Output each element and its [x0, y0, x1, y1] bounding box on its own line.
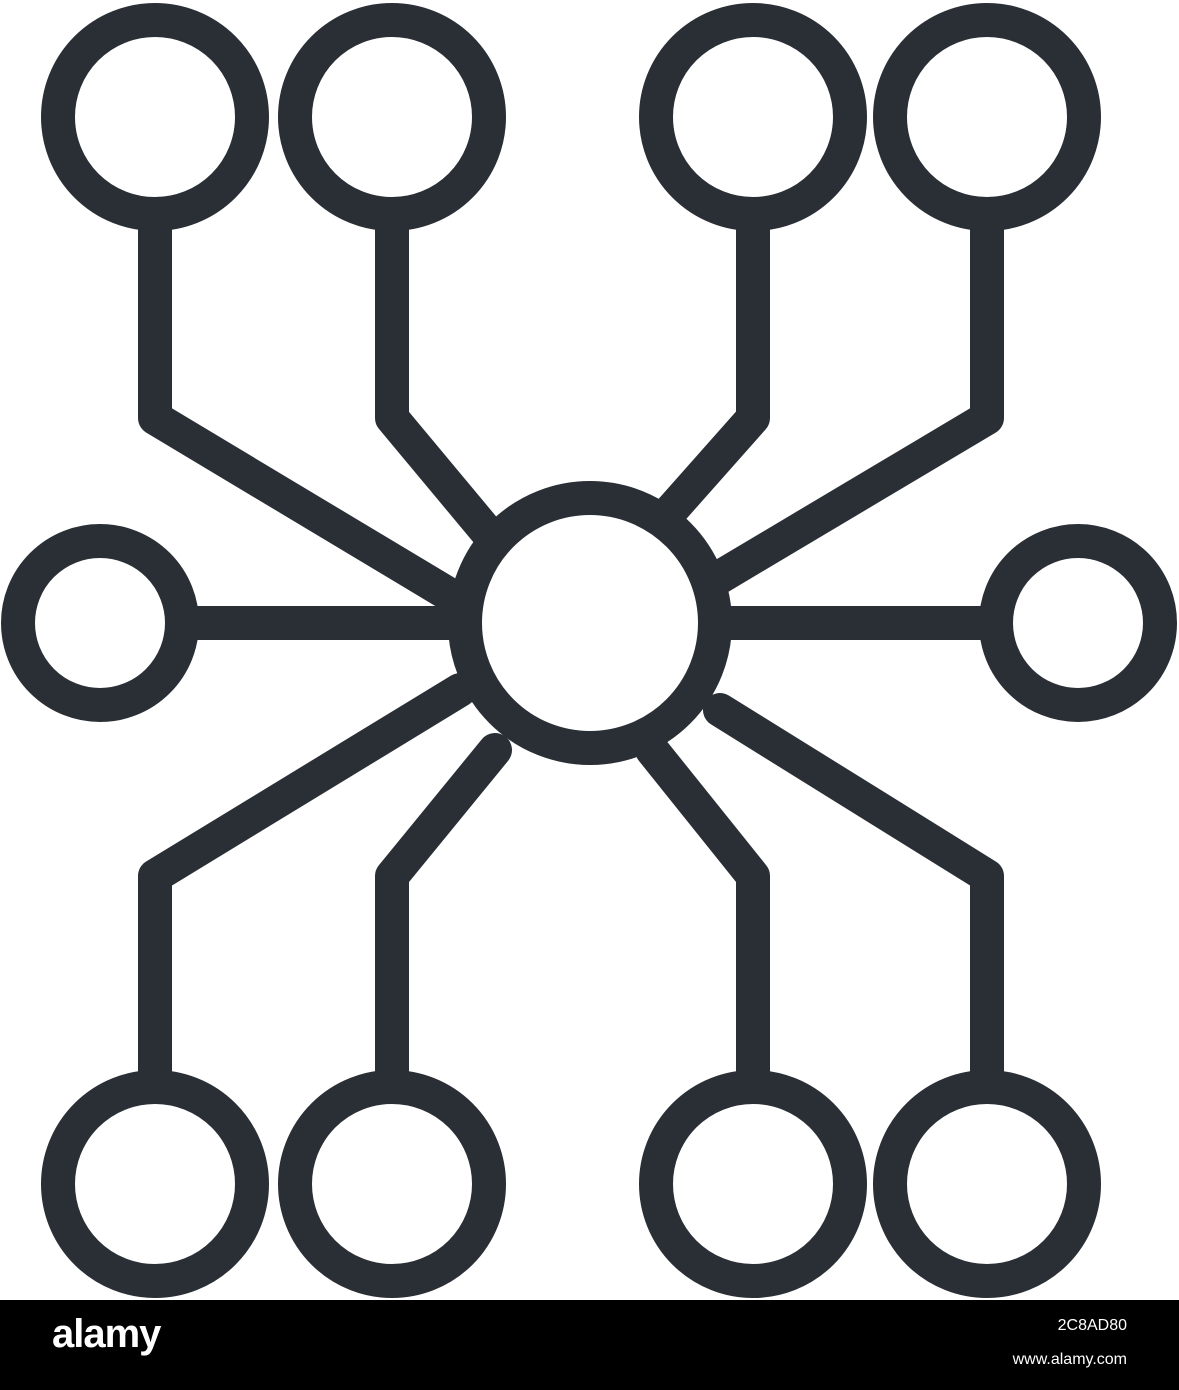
- connector-lines: [138, 195, 1014, 1105]
- connector-top-outer-left: [138, 195, 477, 618]
- network-hub-icon-area: [1, 3, 1177, 1298]
- node-bottom-3: [639, 1070, 867, 1298]
- watermark-bar: alamy 2C8AD80 www.alamy.com: [0, 1300, 1179, 1390]
- node-left: [1, 524, 199, 722]
- connector-bottom-outer-right: [703, 693, 1004, 1105]
- node-bottom-2: [278, 1070, 506, 1298]
- connector-top-inner-left: [375, 195, 504, 549]
- node-top-2: [278, 3, 506, 231]
- connector-top-inner-right: [635, 195, 770, 549]
- network-hub-icon: [1, 3, 1177, 1298]
- node-bottom-4: [873, 1070, 1101, 1298]
- site-url-label: www.alamy.com: [1012, 1351, 1127, 1368]
- connector-top-outer-right: [703, 195, 1004, 594]
- nodes: [1, 3, 1177, 1298]
- node-bottom-1: [41, 1070, 269, 1298]
- connector-bottom-outer-left: [138, 673, 477, 1105]
- connector-bottom-inner-left: [375, 733, 512, 1105]
- node-right: [979, 524, 1177, 722]
- node-top-4: [873, 3, 1101, 231]
- node-top-3: [639, 3, 867, 231]
- image-id-label: 2C8AD80: [1057, 1317, 1127, 1334]
- node-top-1: [41, 3, 269, 231]
- connector-bottom-inner-right: [635, 733, 770, 1105]
- hub-node: [448, 481, 732, 765]
- alamy-logo: alamy: [52, 1312, 161, 1356]
